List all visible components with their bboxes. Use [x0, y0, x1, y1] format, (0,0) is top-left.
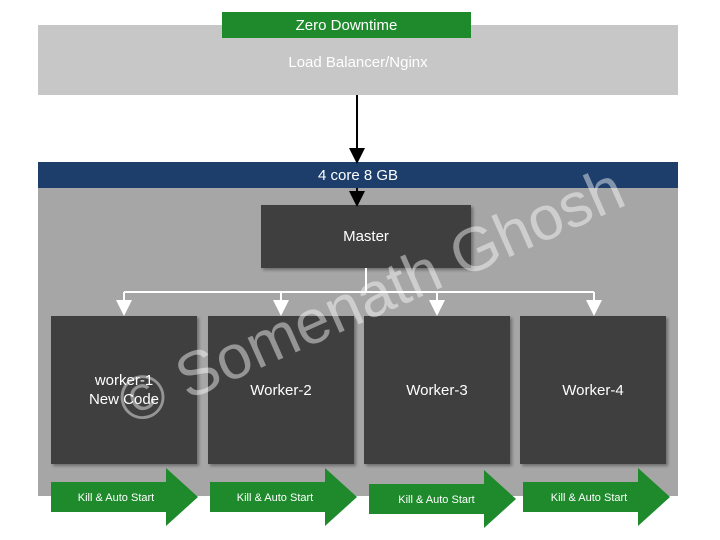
worker-label: Worker-2: [250, 381, 312, 399]
kill-restart-arrow-4: [523, 468, 670, 526]
server-label: 4 core 8 GB: [317, 166, 399, 184]
action-label: Kill & Auto Start: [236, 492, 314, 504]
worker-label: worker-1 New Code: [88, 372, 160, 408]
worker-box-2: Worker-2: [208, 316, 354, 464]
diagram-title: Zero Downtime: [222, 12, 471, 38]
worker-box-4: Worker-4: [520, 316, 666, 464]
action-label: Kill & Auto Start: [77, 492, 155, 504]
kill-auto-start-label-4: Kill & Auto Start: [523, 482, 655, 514]
kill-restart-arrow-3: [369, 470, 516, 528]
load-balancer-label: Load Balancer/Nginx: [288, 53, 428, 71]
kill-auto-start-label-2: Kill & Auto Start: [210, 482, 340, 514]
master-box: Master: [261, 205, 471, 268]
kill-auto-start-label-1: Kill & Auto Start: [51, 482, 181, 514]
kill-restart-arrow-1: [51, 468, 198, 526]
worker-box-1: worker-1 New Code: [51, 316, 197, 464]
kill-auto-start-label-3: Kill & Auto Start: [369, 484, 504, 516]
worker-label: Worker-4: [562, 381, 624, 399]
master-label: Master: [343, 228, 389, 245]
action-label: Kill & Auto Start: [550, 492, 628, 504]
kill-restart-arrow-2: [210, 468, 357, 526]
diagram-title-text: Zero Downtime: [295, 16, 398, 34]
server-header: 4 core 8 GB: [38, 162, 678, 188]
action-label: Kill & Auto Start: [398, 494, 475, 506]
worker-box-3: Worker-3: [364, 316, 510, 464]
worker-label: Worker-3: [406, 381, 468, 399]
